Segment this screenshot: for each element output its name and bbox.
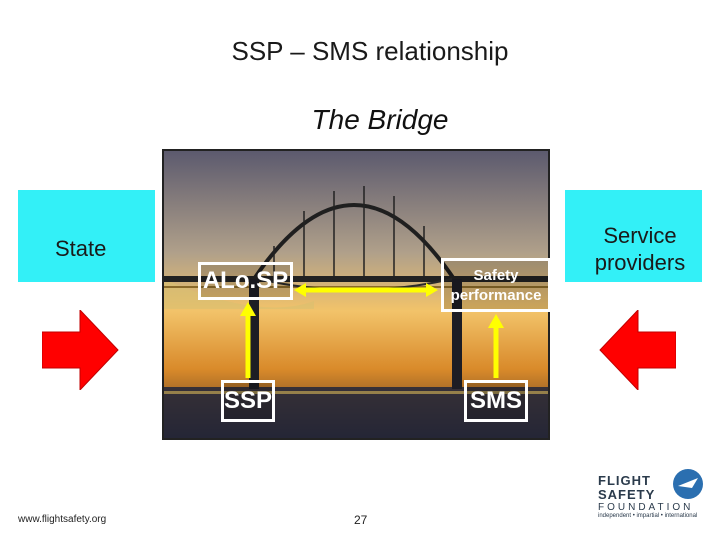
- logo-line3: FOUNDATION: [598, 502, 697, 513]
- logo-tagline: independent • impartial • international: [598, 513, 697, 519]
- flight-safety-logo: FLIGHT SAFETY FOUNDATION independent • i…: [594, 468, 706, 530]
- safety-performance-badge: Safety performance: [441, 258, 551, 312]
- sms-badge: SMS: [464, 380, 528, 422]
- footer-url: www.flightsafety.org: [18, 514, 106, 525]
- logo-line1: FLIGHT: [598, 474, 697, 488]
- page-number: 27: [354, 513, 367, 527]
- logo-line2: SAFETY: [598, 488, 697, 502]
- alosp-badge: ALo.SP: [198, 262, 293, 300]
- ssp-badge: SSP: [221, 380, 275, 422]
